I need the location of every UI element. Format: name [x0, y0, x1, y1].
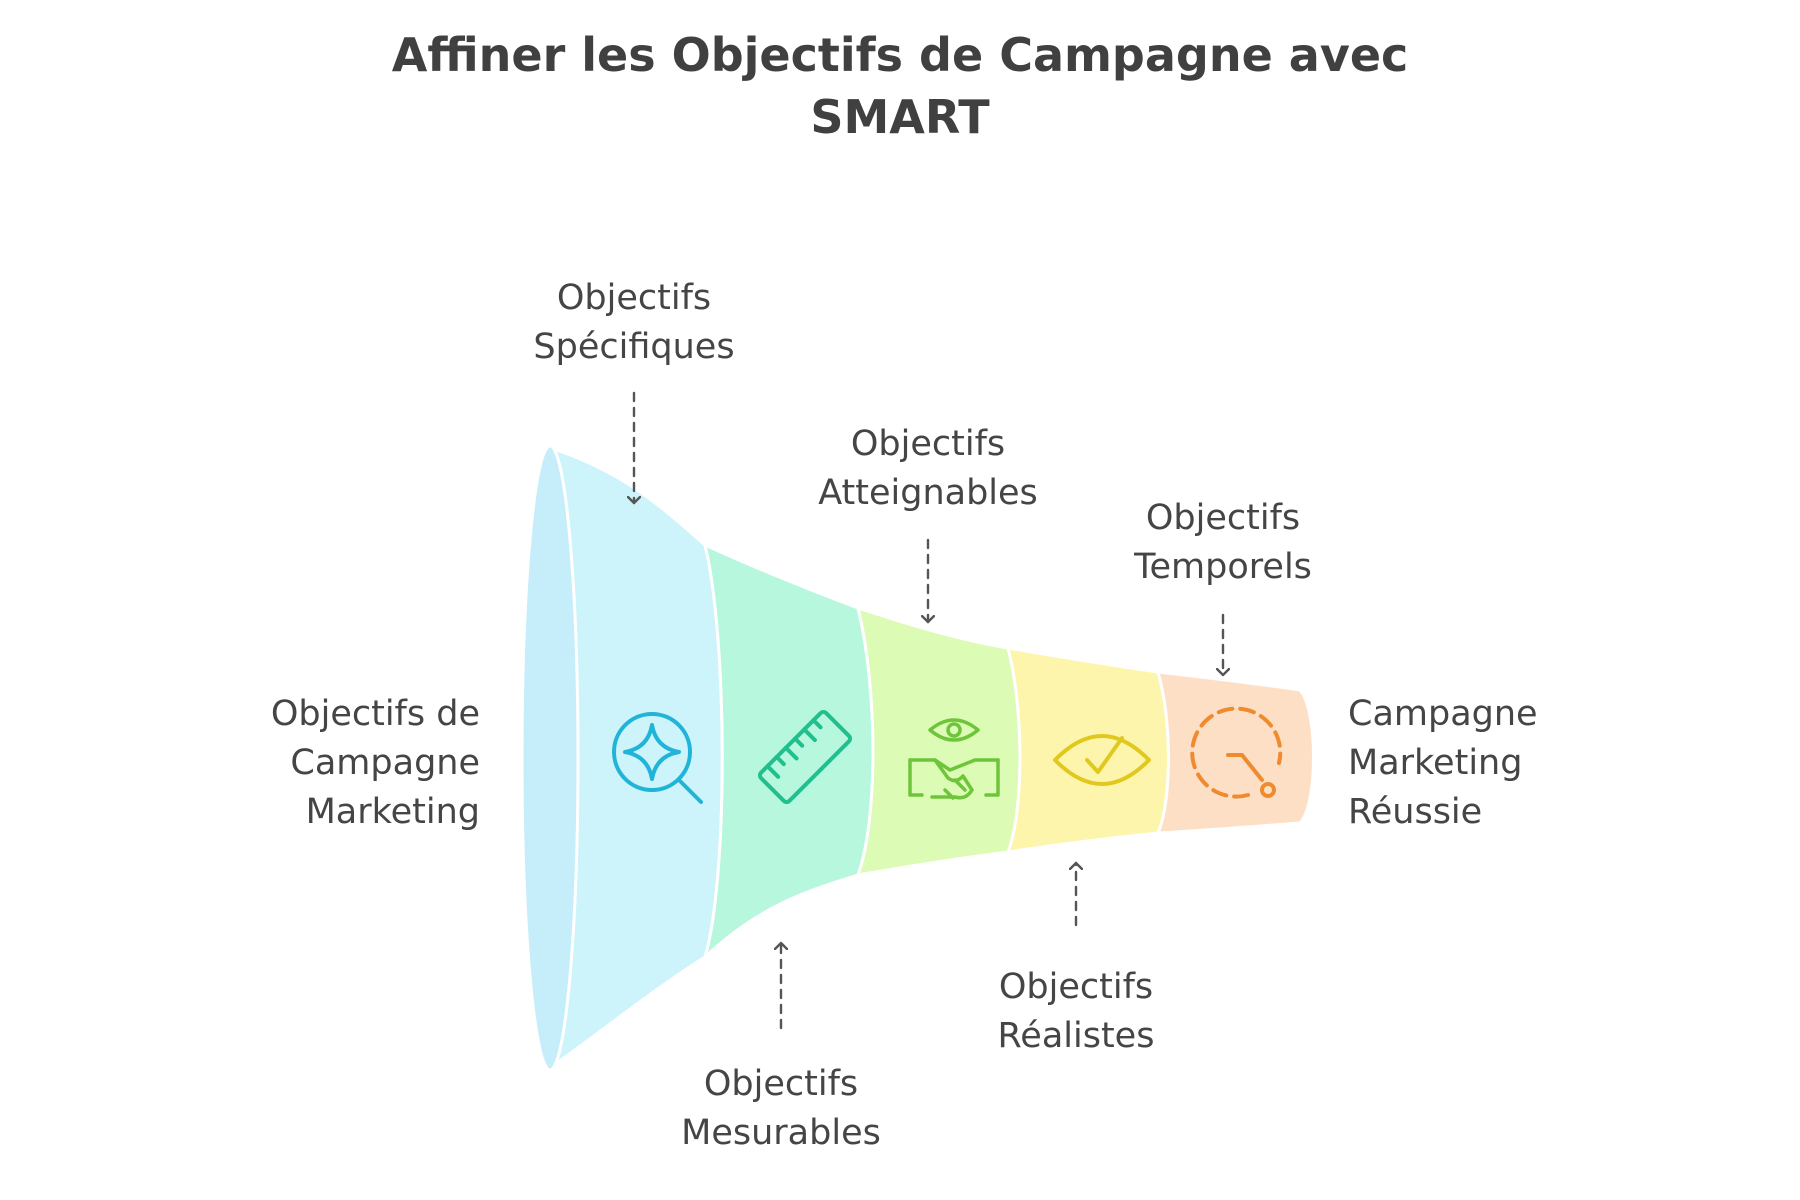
stage-label-line: Objectifs: [1145, 498, 1301, 538]
stage-label-line: Objectifs: [850, 424, 1006, 464]
funnel-segment-realistes: [1005, 646, 1170, 854]
input-label-line: Objectifs de: [270, 694, 480, 734]
funnel-segment-temporels: [1155, 670, 1315, 835]
output-label-line: Réussie: [1348, 792, 1483, 832]
stage-label-line: Atteignables: [818, 473, 1038, 513]
stage-label-atteignables: Objectifs Atteignables: [768, 420, 1088, 518]
funnel: [520, 444, 1315, 1072]
input-label-line: Campagne: [290, 743, 480, 783]
ruler-icon: [757, 709, 853, 805]
stage-label-temporels: Objectifs Temporels: [1063, 494, 1383, 592]
magnifier-sparkle-icon: [612, 712, 703, 804]
output-label-line: Marketing: [1348, 743, 1523, 783]
stage-label-line: Spécifiques: [533, 327, 735, 367]
output-label-line: Campagne: [1348, 694, 1538, 734]
stage-label-mesurables: Objectifs Mesurables: [621, 1060, 941, 1158]
title-line-2: SMART: [810, 90, 990, 144]
diagram-title: Affiner les Objectifs de Campagne avec S…: [0, 24, 1800, 148]
stage-label-specifiques: Objectifs Spécifiques: [474, 274, 794, 372]
eye-check-icon: [1053, 734, 1151, 786]
title-line-1: Affiner les Objectifs de Campagne avec: [391, 28, 1409, 82]
stage-label-line: Objectifs: [998, 967, 1154, 1007]
stage-label-line: Mesurables: [681, 1113, 881, 1153]
stage-label-line: Temporels: [1134, 547, 1312, 587]
funnel-mouth: [520, 444, 580, 1072]
callout-arrows: [634, 391, 1223, 1030]
clock-timer-icon: [1190, 706, 1283, 799]
output-label: Campagne Marketing Réussie: [1348, 690, 1648, 837]
input-label-line: Marketing: [305, 792, 480, 832]
funnel-segment-atteignables: [855, 605, 1022, 877]
handshake-eye-icon: [908, 718, 1000, 800]
stage-label-line: Réalistes: [997, 1016, 1155, 1056]
input-label: Objectifs de Campagne Marketing: [180, 690, 480, 837]
stage-label-realistes: Objectifs Réalistes: [916, 963, 1236, 1061]
stage-label-line: Objectifs: [703, 1064, 859, 1104]
stage-label-line: Objectifs: [556, 278, 712, 318]
